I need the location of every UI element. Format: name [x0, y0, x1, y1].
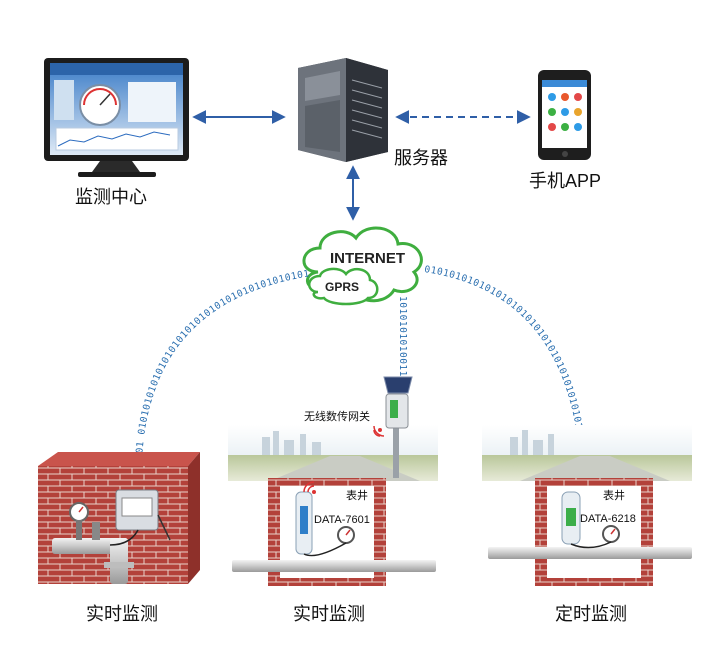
label-gateway: 无线数传网关	[304, 411, 370, 423]
data-logger-device-2	[561, 491, 620, 549]
phone-icon	[538, 70, 591, 160]
label-internet: INTERNET	[330, 250, 405, 267]
wireless-gateway	[383, 376, 413, 478]
label-mobile-app: 手机APP	[529, 171, 602, 191]
label-site-1: 实时监测	[86, 604, 158, 624]
server-icon	[298, 58, 388, 162]
label-site-3: 定时监测	[555, 604, 627, 624]
bitstream-center: 1010101010011	[397, 296, 408, 377]
label-gprs: GPRS	[325, 280, 360, 294]
landscape-well-2	[482, 425, 692, 481]
gprs-cloud-icon	[308, 267, 379, 306]
label-site-2: 实时监测	[293, 604, 365, 624]
label-device-2: DATA-6218	[580, 513, 636, 525]
wireless-signal-icon	[303, 481, 316, 494]
label-well-2: 表井	[603, 490, 625, 502]
pipe-site-1	[52, 502, 134, 584]
monitor-icon	[44, 58, 189, 177]
label-server: 服务器	[394, 148, 448, 168]
brick-wall-site-1	[38, 452, 200, 584]
landscape-well-1	[228, 425, 438, 481]
label-device-1: DATA-7601	[314, 514, 370, 526]
label-well-1: 表井	[346, 490, 368, 502]
data-logger-device-1	[295, 491, 355, 557]
pipe-well-1	[232, 560, 436, 572]
data-logger-site-1	[109, 489, 171, 546]
label-monitor-center: 监测中心	[75, 187, 147, 207]
pipe-well-2	[488, 547, 692, 559]
well-2	[535, 478, 653, 586]
gateway-signal-icon	[373, 425, 385, 437]
